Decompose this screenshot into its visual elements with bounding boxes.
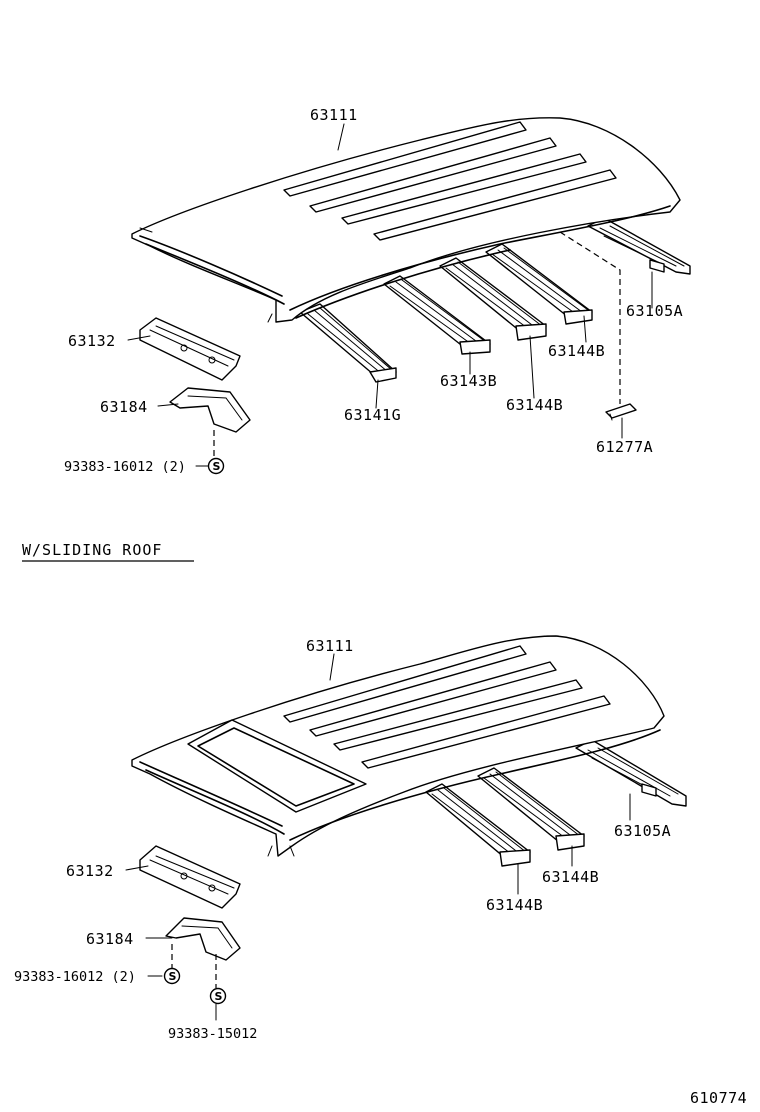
variant-heading-text: W/SLIDING ROOF — [22, 541, 162, 559]
label-bow-center-rear: 63144B — [506, 396, 563, 414]
diagram-id: 610774 — [690, 1089, 747, 1107]
bolt-symbol-sliding: S — [169, 970, 177, 983]
label-bow-front: 63141G — [344, 406, 401, 424]
roof-panel-sliding — [131, 635, 665, 857]
label-bow-rear-sliding: 63144B — [542, 868, 599, 886]
label-bow-center: 63143B — [440, 372, 497, 390]
roof-panel — [131, 117, 681, 323]
roof-bow-center — [383, 275, 491, 355]
label-bracket: 63184 — [100, 398, 148, 416]
bracket-part-sliding — [165, 917, 241, 961]
clip-part — [605, 403, 637, 421]
screw-symbol: S — [215, 990, 223, 1003]
label-front-header-sliding: 63132 — [66, 862, 114, 880]
label-bolt: 93383-16012 (2) — [64, 459, 186, 475]
roof-bow-rear — [485, 243, 593, 325]
variant-heading: W/SLIDING ROOF — [22, 541, 194, 562]
bracket-part — [169, 387, 251, 433]
bolt-symbol-icon — [207, 457, 225, 475]
roof-bow-rear-sliding — [477, 767, 585, 851]
label-rear-rail: 63105A — [626, 302, 683, 320]
bolt-symbol: S — [213, 460, 221, 473]
label-clip: 61277A — [596, 438, 653, 456]
label-roof-panel-sliding: 63111 — [306, 637, 354, 655]
standard-roof-assembly: 63111 63105A 63144B 63144B 63143B 63141G… — [64, 106, 691, 475]
sliding-roof-assembly: 63111 63105A 63144B 63144B 63132 63184 9… — [14, 635, 687, 1042]
label-bolt-sliding: 93383-16012 (2) — [14, 969, 136, 985]
label-front-header: 63132 — [68, 332, 116, 350]
label-bracket-sliding: 63184 — [86, 930, 134, 948]
roof-bow-front-sliding — [425, 783, 531, 867]
front-header-part-sliding — [139, 845, 241, 909]
leader-lines-sliding — [125, 653, 631, 1021]
roof-bow-center-rear — [439, 257, 547, 341]
front-header-part — [139, 317, 241, 381]
leader-lines — [127, 123, 653, 467]
bolt-symbol-icon-sliding — [163, 967, 181, 985]
roof-bow-front — [299, 303, 397, 383]
label-bow-front-sliding: 63144B — [486, 896, 543, 914]
screw-symbol-icon — [209, 987, 227, 1005]
rear-rail-part-sliding — [575, 739, 687, 807]
rear-rail-part — [587, 217, 691, 275]
label-roof-panel: 63111 — [310, 106, 358, 124]
label-bow-rear: 63144B — [548, 342, 605, 360]
label-rear-rail-sliding: 63105A — [614, 822, 671, 840]
label-screw: 93383-15012 — [168, 1026, 257, 1042]
